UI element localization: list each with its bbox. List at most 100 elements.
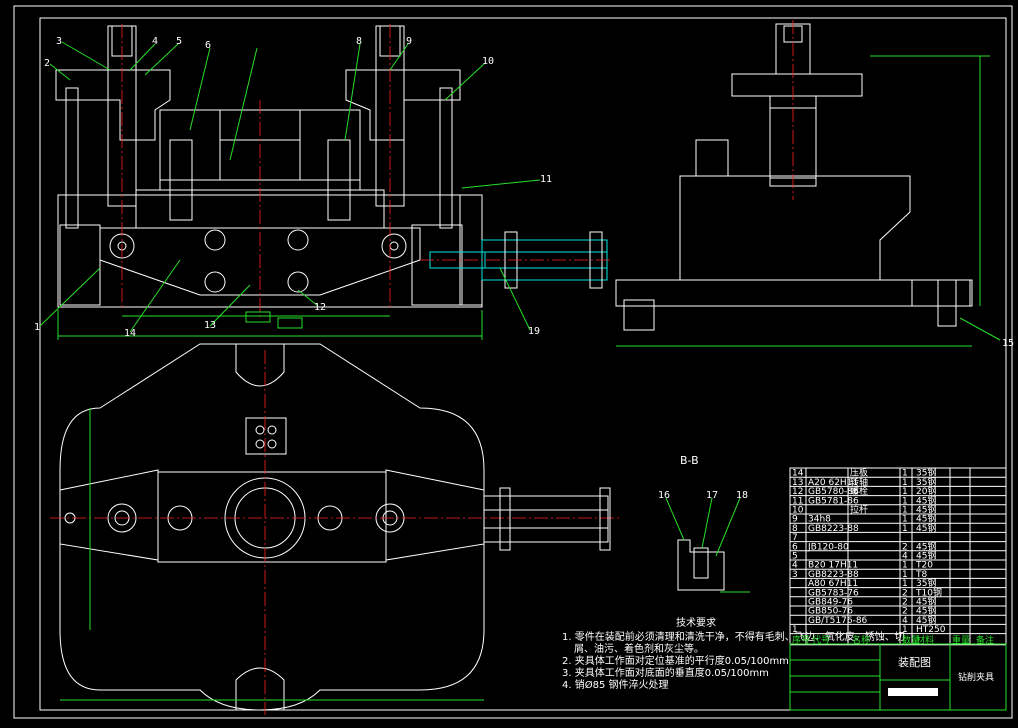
- bom-cell-code: A80 67H11: [808, 579, 858, 589]
- bom-cell-name: 压板: [850, 467, 868, 479]
- bom-cell-code: GB8223-88: [808, 570, 859, 580]
- section-label: B-B: [680, 454, 699, 467]
- bom-cell-no: 11: [792, 496, 803, 506]
- notes-line-3: 3. 夹具体工作面对底面的垂直度0.05/100mm: [562, 666, 769, 679]
- balloon-14: 14: [124, 328, 136, 339]
- bom-cell-no: 1: [792, 625, 798, 635]
- bom-cell-no: 13: [792, 478, 803, 488]
- bom-cell-name: 拉杆: [850, 504, 868, 516]
- balloon-8: 8: [356, 36, 362, 47]
- bom-cell-material: T20: [915, 561, 933, 571]
- bom-cell-no: 6: [792, 542, 798, 552]
- workpiece-hatch-right: [299, 109, 361, 181]
- leader-lines-front: [39, 41, 541, 333]
- bom-cell-no: 4: [792, 561, 798, 571]
- bom-cell-qty: 1: [902, 469, 908, 479]
- bom-cell-material: 45钢: [916, 550, 936, 562]
- bom-cell-qty: 2: [902, 598, 908, 608]
- bom-cell-no: 14: [792, 469, 804, 479]
- bom-cell-qty: 1: [902, 506, 908, 516]
- bom-cell-material: 45钢: [916, 614, 936, 626]
- body-left-hatch: [59, 224, 101, 306]
- body-right-block: [459, 194, 483, 306]
- notes-heading: 技术要求: [676, 616, 716, 629]
- bom-cell-code: GB5781-86: [808, 496, 859, 506]
- pivot-6: [287, 271, 309, 293]
- pivot-2: [204, 229, 226, 251]
- bom-cell-qty: 2: [902, 542, 908, 552]
- bom-cell-material: HT250: [916, 625, 946, 635]
- right-drill-bushing: [327, 139, 351, 221]
- balloon-11: 11: [540, 174, 552, 185]
- bom-cell-qty: 2: [902, 588, 908, 598]
- bom-cell-qty: 1: [902, 515, 908, 525]
- section-bb-body: [677, 539, 725, 591]
- bom-cell-qty: 1: [902, 524, 908, 534]
- bom-cell-name: 转轴: [850, 476, 868, 488]
- hydraulic-cylinder-plan: [483, 487, 611, 551]
- side-foot-hatch: [911, 279, 971, 307]
- bom-cell-qty: 1: [902, 478, 908, 488]
- leader-15: [959, 317, 1001, 341]
- body-right-hatch: [411, 224, 463, 306]
- workpiece-hatch-left: [159, 109, 221, 181]
- inner-frame: [39, 17, 1007, 711]
- pivot-4-inner: [389, 241, 399, 251]
- balloon-5: 5: [176, 36, 182, 47]
- bom-cell-material: 35钢: [916, 476, 936, 488]
- bom-cell-qty: 2: [902, 607, 908, 617]
- balloon-13: 13: [204, 320, 216, 331]
- bom-cell-material: T8: [915, 570, 927, 580]
- title-block: 装配图 钻削夹具: [789, 643, 1007, 711]
- technical-notes: 技术要求 1. 零件在装配前必须清理和清洗干净，不得有毛刺、飞边、氧化皮、锈蚀、…: [562, 616, 905, 691]
- balloon-15: 15: [1002, 338, 1014, 349]
- bom-cell-material: 45钢: [916, 605, 936, 617]
- bom-cell-material: T10钢: [915, 586, 942, 598]
- side-top-plate: [731, 73, 863, 97]
- bom-header-weight: 重量: [952, 634, 970, 646]
- bom-cell-no: 8: [792, 524, 798, 534]
- bom-cell-material: 20钢: [916, 485, 936, 497]
- plan-slot-top: [235, 344, 285, 387]
- bom-cell-name: 螺栓: [850, 485, 868, 497]
- balloon-10: 10: [482, 56, 494, 67]
- side-view: [615, 20, 1001, 347]
- bom-cell-code: GB/T5176-86: [808, 616, 868, 626]
- bom-cell-qty: 1: [902, 487, 908, 497]
- lower-linkage-body: [99, 227, 421, 296]
- bom-cell-no: 3: [792, 570, 798, 580]
- bom-header-remark: 备注: [976, 634, 994, 646]
- bom-cell-qty: 1: [902, 625, 908, 635]
- balloon-18: 18: [736, 490, 748, 501]
- section-bb: B-B: [665, 454, 750, 593]
- plan-outline: [59, 343, 485, 711]
- bom-header-no: 序号: [792, 634, 810, 646]
- bom-cell-code: JB120-80: [807, 542, 849, 552]
- section-bb-screw: [693, 547, 709, 579]
- bom-cell-code: GB5780-86: [808, 487, 859, 497]
- bom-cell-no: 9: [792, 515, 798, 525]
- balloon-9: 9: [406, 36, 412, 47]
- bom-cell-code: B20 17H11: [808, 561, 858, 571]
- balloon-6: 6: [205, 40, 211, 51]
- bom-header-qty: 数量: [902, 634, 920, 646]
- left-tie-rod: [65, 87, 79, 229]
- bom-cell-no: 5: [792, 552, 798, 562]
- front-view: [55, 24, 610, 340]
- bom-cell-material: 45钢: [916, 596, 936, 608]
- side-body: [679, 175, 911, 281]
- bom-header-code: 代号: [812, 635, 830, 646]
- right-tie-rod: [439, 87, 453, 229]
- pivot-3: [287, 229, 309, 251]
- right-clamp-arm: [345, 69, 461, 141]
- pivot-5: [204, 271, 226, 293]
- bom-header-material: 材料: [916, 634, 934, 646]
- bom-cell-code: 34h8: [808, 515, 831, 525]
- bom-cell-code: GB5783-76: [808, 588, 859, 598]
- bom-cell-qty: 1: [902, 561, 908, 571]
- balloon-12: 12: [314, 302, 326, 313]
- bom-cell-material: 35钢: [916, 467, 936, 479]
- bom-cell-no: 12: [792, 487, 803, 497]
